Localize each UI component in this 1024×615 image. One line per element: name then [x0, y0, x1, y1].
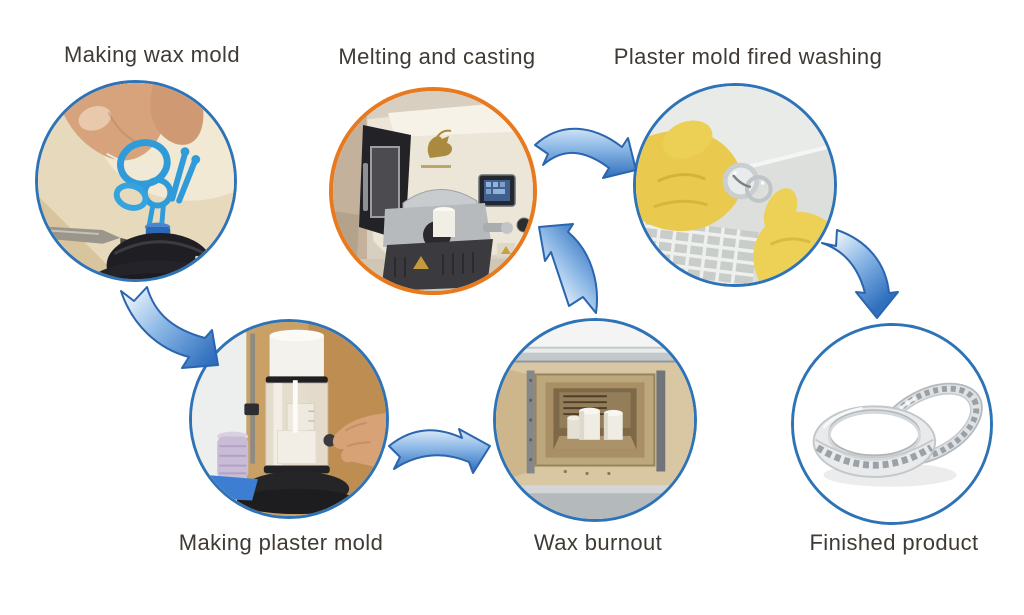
plaster-mold-fired-washing-photo	[636, 86, 834, 284]
step-circle-making-wax-mold	[35, 80, 237, 282]
step-circle-making-plaster-mold	[189, 319, 389, 519]
flow-arrow-plaster-mold-to-wax-burnout-icon	[388, 428, 491, 474]
making-plaster-mold-photo	[192, 322, 386, 516]
finished-product-photo	[794, 326, 990, 522]
step-circle-finished-product	[791, 323, 993, 525]
making-wax-mold-photo	[38, 83, 234, 279]
flow-arrow-wax-burnout-to-melting-icon	[538, 223, 598, 314]
wax-burnout-photo	[496, 321, 694, 519]
step-label-finished-product: Finished product	[809, 530, 979, 555]
step-label-melting-and-casting: Melting and casting	[338, 44, 536, 69]
step-label-wax-burnout: Wax burnout	[533, 530, 663, 555]
flow-arrow-melting-to-washing-icon	[534, 127, 637, 179]
step-label-making-plaster-mold: Making plaster mold	[178, 530, 384, 555]
step-label-plaster-mold-fired-washing: Plaster mold fired washing	[613, 44, 883, 69]
step-circle-melting-and-casting	[329, 87, 537, 295]
step-label-making-wax-mold: Making wax mold	[64, 42, 240, 67]
melting-and-casting-photo	[333, 91, 533, 291]
step-circle-plaster-mold-fired-washing	[633, 83, 837, 287]
step-circle-wax-burnout	[493, 318, 697, 522]
flow-arrow-washing-to-finished-icon	[821, 229, 899, 319]
flow-arrow-wax-mold-to-plaster-mold-icon	[120, 286, 219, 369]
